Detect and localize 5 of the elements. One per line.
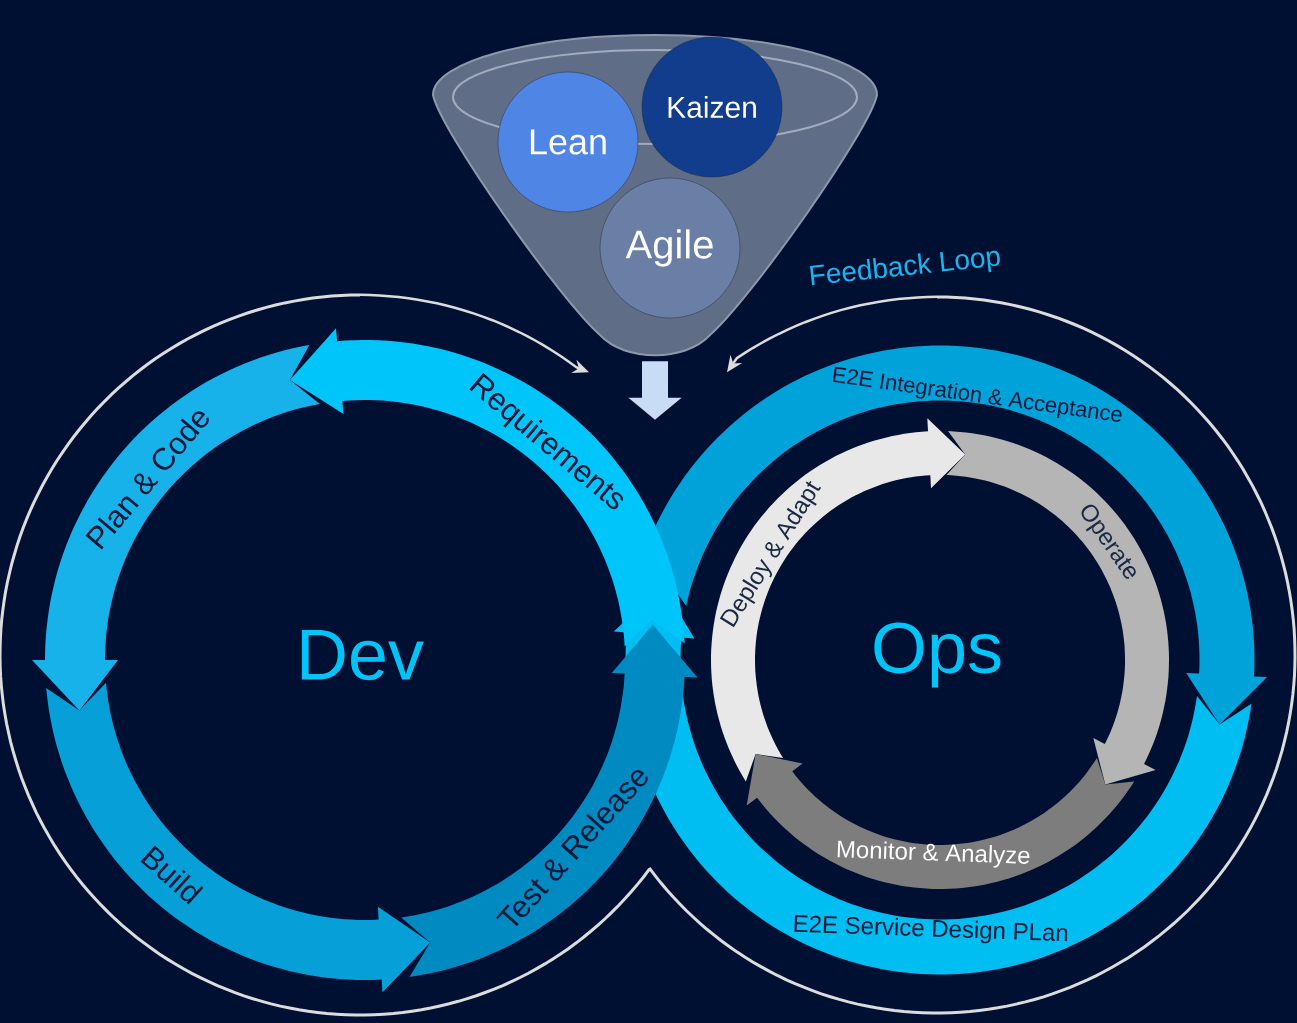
circle-label: Kaizen bbox=[641, 36, 783, 178]
circle-label: Agile bbox=[599, 177, 741, 319]
circle-label: Lean bbox=[497, 71, 639, 213]
edge-label: Feedback Loop bbox=[805, 242, 1005, 294]
arrow-band: Monitor & Analyze bbox=[746, 754, 1135, 889]
